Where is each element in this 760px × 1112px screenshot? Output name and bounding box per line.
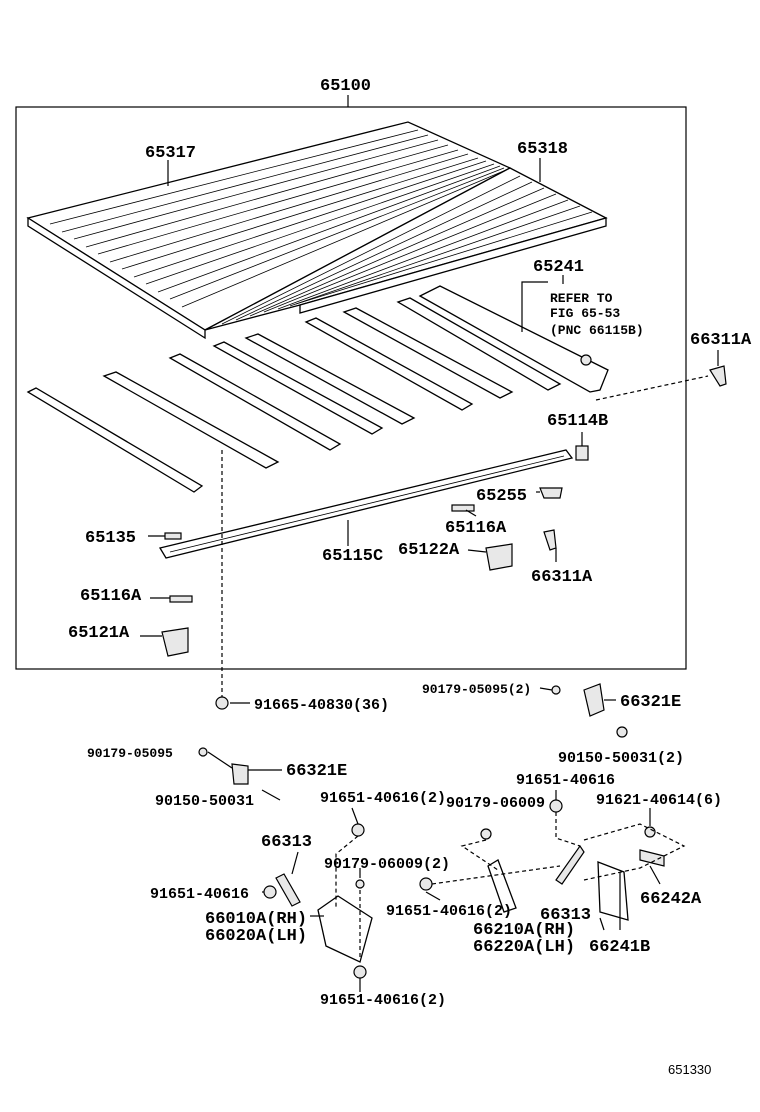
label-65317: 65317 xyxy=(145,144,196,163)
label-66220A-lh: 66220A(LH) xyxy=(473,938,575,957)
hook-66311A-top xyxy=(709,365,727,387)
label-90150-50031-r: 90150-50031(2) xyxy=(558,750,684,767)
label-65115C: 65115C xyxy=(322,547,383,566)
bracket-65255 xyxy=(539,487,563,499)
dash-hook xyxy=(595,375,709,401)
label-refer-2: FIG 65-53 xyxy=(550,306,620,321)
label-65100: 65100 xyxy=(320,77,371,96)
label-91651-40616-c-low: 91651-40616(2) xyxy=(386,903,512,920)
label-91651-40616-r-mid: 91651-40616 xyxy=(516,772,615,789)
label-65135: 65135 xyxy=(85,529,136,548)
label-91651-40616-c-top: 91651-40616(2) xyxy=(320,790,446,807)
label-65318: 65318 xyxy=(517,140,568,159)
label-65114B: 65114B xyxy=(547,412,608,431)
label-91665-40830: 91665-40830(36) xyxy=(254,697,389,714)
bolt-65116A-l xyxy=(169,595,193,603)
label-65241: 65241 xyxy=(533,258,584,277)
label-65122A: 65122A xyxy=(398,541,460,560)
lower-dash-lines xyxy=(335,812,686,960)
label-66321E-r: 66321E xyxy=(620,693,681,712)
bolt-65116A-r xyxy=(451,504,475,512)
label-66242A: 66242A xyxy=(640,890,702,909)
label-91651-40616-l-low: 91651-40616 xyxy=(150,886,249,903)
bracket-65114B xyxy=(575,445,589,461)
floor-panel-65318 xyxy=(204,167,608,331)
leader-lines-upper xyxy=(140,158,719,637)
plate-65135 xyxy=(164,532,182,540)
label-figure-id: 651330 xyxy=(668,1062,711,1077)
label-65255: 65255 xyxy=(476,487,527,506)
nut-sill xyxy=(580,354,592,366)
cross-members xyxy=(26,285,609,493)
label-91651-40616-bottom: 91651-40616(2) xyxy=(320,992,446,1009)
floor-panel-65317 xyxy=(26,121,512,340)
lower-hardware xyxy=(198,683,665,979)
label-66321E-l: 66321E xyxy=(286,762,347,781)
label-66241B: 66241B xyxy=(589,938,650,957)
label-65116A-r: 65116A xyxy=(445,519,507,538)
label-66313-r: 66313 xyxy=(540,906,591,925)
assembly-frame xyxy=(15,106,687,670)
label-90179-06009-c-mid: 90179-06009 xyxy=(446,795,545,812)
label-90179-05095-r: 90179-05095(2) xyxy=(422,682,531,697)
label-66311A-mid: 66311A xyxy=(531,568,593,587)
label-66010A-rh: 66010A(RH) xyxy=(205,910,307,929)
label-90150-50031-l: 90150-50031 xyxy=(155,793,254,810)
label-90179-05095-l: 90179-05095 xyxy=(87,746,173,761)
plate-65122A xyxy=(485,543,513,571)
plate-65121A xyxy=(161,627,189,657)
label-66311A-top: 66311A xyxy=(690,331,752,350)
label-90179-06009-c-low: 90179-06009(2) xyxy=(324,856,450,873)
label-refer-3: (PNC 66115B) xyxy=(550,323,644,338)
label-66313-l: 66313 xyxy=(261,833,312,852)
lower-leader-lines xyxy=(207,687,661,992)
label-65116A-l: 65116A xyxy=(80,587,142,606)
label-66020A-lh: 66020A(LH) xyxy=(205,927,307,946)
label-91621-40614: 91621-40614(6) xyxy=(596,792,722,809)
hook-66311A-mid xyxy=(543,529,557,551)
label-66210A-rh: 66210A(RH) xyxy=(473,921,575,940)
label-65121A: 65121A xyxy=(68,624,130,643)
label-refer-1: REFER TO xyxy=(550,291,613,306)
